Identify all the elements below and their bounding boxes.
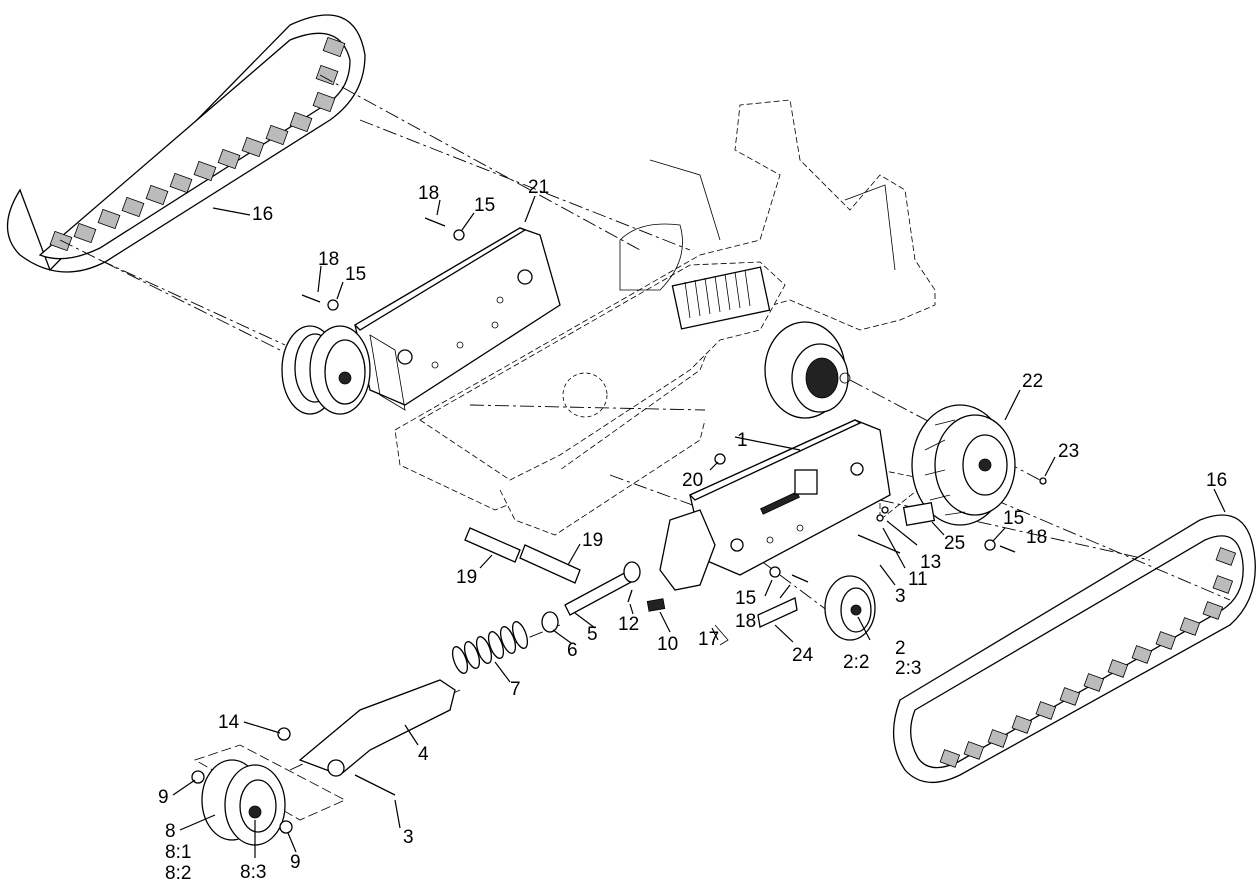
label-19: 19	[456, 567, 477, 588]
label-20: 20	[682, 470, 703, 491]
label-6: 6	[567, 640, 578, 661]
label-14: 14	[218, 712, 240, 733]
label-13: 13	[920, 552, 941, 573]
label-15: 15	[345, 264, 366, 285]
label-23: 23	[1058, 441, 1079, 462]
label-3: 3	[403, 827, 414, 848]
label-10: 10	[657, 634, 678, 655]
label-18: 18	[418, 183, 439, 204]
label-12: 12	[618, 614, 639, 635]
chassis-frame	[394, 99, 936, 536]
right-track-frame	[659, 419, 891, 591]
sprocket-wheel	[911, 404, 1016, 526]
left-idler-wheels	[281, 325, 371, 415]
label-2-2: 2:2	[843, 652, 869, 673]
label-15: 15	[735, 588, 756, 609]
label-16: 16	[1206, 470, 1227, 491]
label-21: 21	[528, 177, 549, 198]
label-25: 25	[944, 533, 965, 554]
label-18: 18	[735, 611, 756, 632]
label-24: 24	[792, 645, 814, 666]
label-15: 15	[474, 195, 495, 216]
label-4: 4	[418, 744, 429, 765]
label-17: 17	[698, 629, 719, 650]
label-2-3: 2:3	[895, 658, 921, 679]
label-1: 1	[737, 430, 748, 451]
leader-lines	[172, 195, 1226, 858]
label-9: 9	[158, 787, 169, 808]
label-8: 8	[165, 821, 176, 842]
label-18: 18	[318, 249, 339, 270]
label-2: 2	[895, 638, 906, 659]
label-8-3: 8:3	[240, 862, 266, 883]
track-lower-right	[892, 514, 1256, 784]
label-7: 7	[510, 679, 521, 700]
label-9: 9	[290, 852, 301, 873]
drive-motor	[764, 321, 851, 419]
label-5: 5	[587, 624, 598, 645]
label-22: 22	[1022, 371, 1043, 392]
callout-labels: 16 16 21 18 15 18 15 1 22 23 20 25 15 18…	[158, 177, 1227, 884]
label-3: 3	[895, 586, 906, 607]
label-8-2: 8:2	[165, 863, 191, 884]
label-16: 16	[252, 204, 273, 225]
label-15: 15	[1003, 508, 1024, 529]
label-11: 11	[908, 569, 928, 590]
label-18: 18	[1026, 527, 1047, 548]
label-19: 19	[582, 530, 603, 551]
small-parts	[191, 217, 1047, 846]
track-upper-left	[7, 14, 366, 273]
label-8-1: 8:1	[165, 842, 191, 863]
left-track-frame	[353, 227, 561, 411]
